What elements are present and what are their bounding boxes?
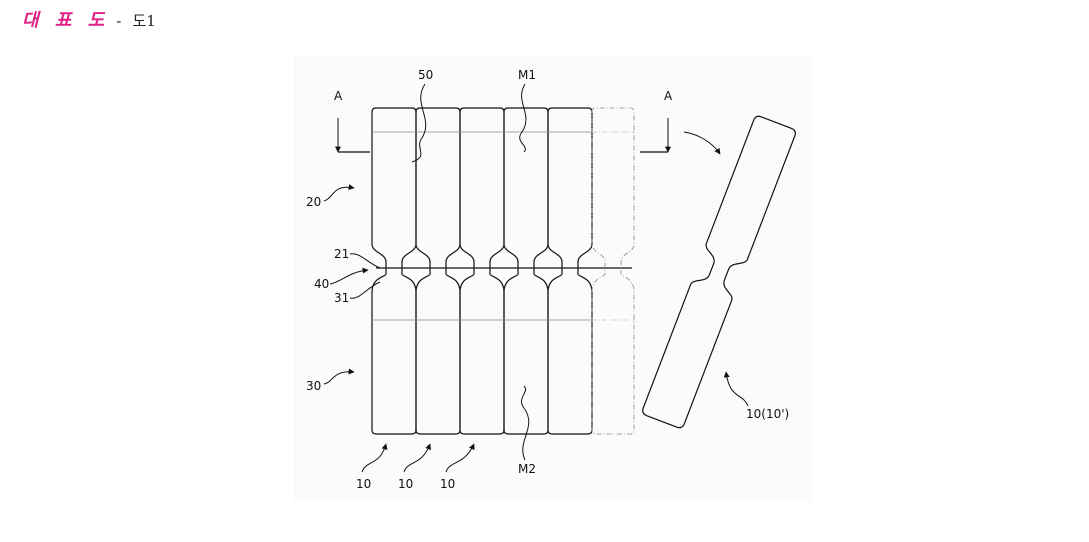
label-m1: M1 — [518, 68, 536, 82]
leader-10-3 — [446, 444, 474, 472]
leader-31 — [350, 282, 380, 298]
label-20: 20 — [306, 195, 321, 209]
label-10-2: 10 — [398, 477, 413, 491]
label-40: 40 — [314, 277, 329, 291]
representative-drawing-label: 대 표 도 — [22, 10, 109, 31]
strip-5 — [548, 108, 592, 434]
label-50: 50 — [418, 68, 433, 82]
ghost-strip — [592, 108, 634, 434]
label-30: 30 — [306, 379, 321, 393]
rotated-strip-outline — [641, 115, 797, 430]
figure-number: 도1 — [132, 12, 155, 30]
label-m2: M2 — [518, 462, 536, 476]
strip-4 — [504, 108, 548, 434]
rotation-arrow — [684, 132, 720, 154]
section-label-a-right: A — [664, 89, 673, 103]
label-10-1: 10 — [356, 477, 371, 491]
ghost-strip-outline — [592, 108, 634, 434]
leader-m2 — [521, 386, 528, 460]
strip-row — [372, 108, 632, 434]
section-label-a-left: A — [334, 89, 343, 103]
leader-10-2 — [404, 444, 430, 472]
page-header: 대 표 도 - 도1 — [22, 6, 156, 32]
label-21: 21 — [334, 247, 349, 261]
leader-30 — [324, 372, 354, 384]
drawing-canvas: A A 50 M1 20 21 40 31 30 M2 10 10 10 10(… — [294, 56, 812, 502]
label-10-3: 10 — [440, 477, 455, 491]
leader-20 — [324, 187, 354, 201]
rotated-strip — [641, 115, 797, 430]
leader-50 — [412, 84, 426, 162]
label-10-prime: 10(10') — [746, 407, 789, 421]
leader-21 — [350, 254, 380, 268]
strip-2 — [416, 108, 460, 434]
leader-10-prime — [726, 372, 748, 406]
strip-3 — [460, 108, 504, 434]
header-dash: - — [116, 14, 121, 30]
label-31: 31 — [334, 291, 349, 305]
leader-40 — [330, 270, 368, 284]
patent-figure: A A 50 M1 20 21 40 31 30 M2 10 10 10 10(… — [294, 56, 812, 502]
leader-10-1 — [362, 444, 386, 472]
strip-1 — [372, 108, 416, 434]
leader-m1 — [520, 84, 526, 152]
